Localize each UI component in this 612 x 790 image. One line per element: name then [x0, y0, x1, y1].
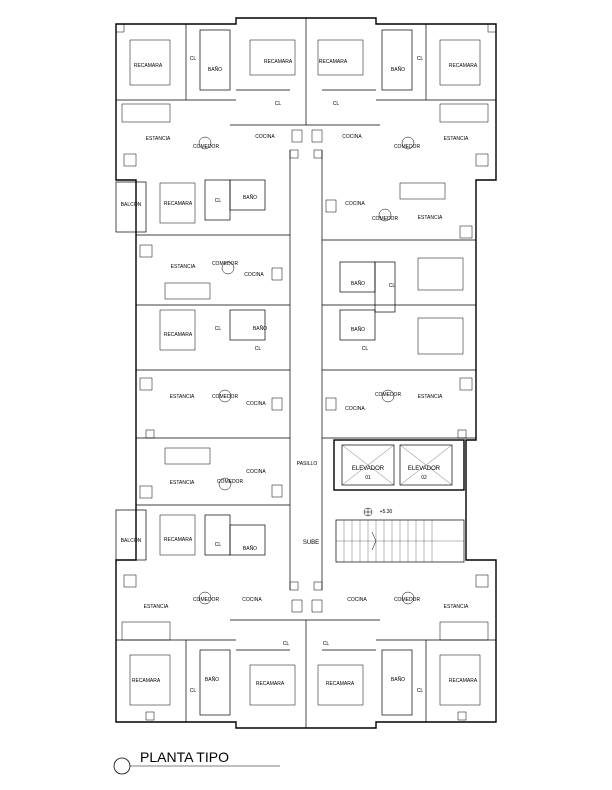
label-cl: CL — [215, 542, 222, 548]
label-elevador-1: ELEVADOR — [352, 466, 385, 472]
label-comedor: COMEDOR — [394, 597, 421, 603]
label-comedor: COMEDOR — [212, 394, 239, 400]
label-recamara: RECAMARA — [326, 681, 355, 687]
label-balcon: BALCON — [121, 202, 142, 208]
label-estancia: ESTANCIA — [170, 394, 195, 400]
label-recamara: RECAMARA — [164, 537, 193, 543]
label-cl: CL — [333, 101, 340, 107]
label-cocina: COCINA — [255, 134, 275, 140]
label-cocina: COCINA — [342, 134, 362, 140]
label-recamara: RECAMARA — [132, 678, 161, 684]
furniture — [121, 39, 489, 706]
label-bano: BAÑO — [391, 66, 405, 73]
label-level: +5.30 — [380, 509, 393, 515]
label-cocina: COCINA — [242, 597, 262, 603]
label-elevador-2: ELEVADOR — [408, 466, 441, 472]
label-cl: CL — [275, 101, 282, 107]
label-estancia: ESTANCIA — [171, 264, 196, 270]
label-comedor: COMEDOR — [193, 144, 220, 150]
label-bano: BAÑO — [243, 194, 257, 201]
label-bano: BAÑO — [243, 545, 257, 552]
label-bano: BAÑO — [208, 66, 222, 73]
title-block: PLANTA TIPO — [113, 749, 280, 775]
label-recamara: RECAMARA — [319, 59, 348, 65]
label-cl: CL — [389, 283, 396, 289]
label-bano: BAÑO — [253, 325, 267, 332]
label-recamara: RECAMARA — [264, 59, 293, 65]
label-balcon: BALCON — [121, 538, 142, 544]
label-cl: CL — [417, 688, 424, 694]
label-cl: CL — [283, 641, 290, 647]
label-cocina: COCINA — [244, 272, 264, 278]
title-marker-circle — [113, 757, 131, 775]
label-bano: BAÑO — [391, 676, 405, 683]
stair-treads — [336, 520, 464, 562]
label-comedor: COMEDOR — [193, 597, 220, 603]
label-estancia: ESTANCIA — [144, 604, 169, 610]
label-comedor: COMEDOR — [394, 144, 421, 150]
plan-title: PLANTA TIPO — [140, 749, 229, 765]
label-pasillo: PASILLO — [297, 461, 318, 467]
core — [333, 439, 465, 563]
label-cl: CL — [417, 56, 424, 62]
label-bano: BAÑO — [351, 326, 365, 333]
label-recamara: RECAMARA — [164, 201, 193, 207]
label-bano: BAÑO — [205, 676, 219, 683]
label-recamara: RECAMARA — [164, 332, 193, 338]
label-comedor: COMEDOR — [375, 392, 402, 398]
label-cocina: COCINA — [345, 201, 365, 207]
label-comedor: COMEDOR — [217, 479, 244, 485]
label-elevador-2-num: 02 — [421, 475, 427, 481]
label-sube: SUBE — [303, 540, 319, 546]
room-labels: RECAMARA CL BAÑO RECAMARA RECAMARA BAÑO … — [121, 56, 478, 694]
label-estancia: ESTANCIA — [418, 394, 443, 400]
label-cocina: COCINA — [345, 406, 365, 412]
label-estancia: ESTANCIA — [444, 136, 469, 142]
label-cocina: COCINA — [347, 597, 367, 603]
label-cl: CL — [323, 641, 330, 647]
label-bano: BAÑO — [351, 280, 365, 287]
label-cl: CL — [215, 326, 222, 332]
interior-walls — [116, 18, 496, 728]
label-cl: CL — [190, 688, 197, 694]
label-cl: CL — [362, 346, 369, 352]
label-estancia: ESTANCIA — [418, 215, 443, 221]
label-recamara: RECAMARA — [449, 678, 478, 684]
label-cocina: COCINA — [246, 401, 266, 407]
label-comedor: COMEDOR — [212, 261, 239, 267]
label-cl: CL — [255, 346, 262, 352]
label-recamara: RECAMARA — [134, 63, 163, 69]
label-comedor: COMEDOR — [372, 216, 399, 222]
label-recamara: RECAMARA — [449, 63, 478, 69]
label-estancia: ESTANCIA — [146, 136, 171, 142]
label-cocina: COCINA — [246, 469, 266, 475]
label-estancia: ESTANCIA — [444, 604, 469, 610]
label-cl: CL — [215, 198, 222, 204]
columns — [115, 23, 497, 721]
label-recamara: RECAMARA — [256, 681, 285, 687]
label-estancia: ESTANCIA — [170, 480, 195, 486]
label-cl: CL — [190, 56, 197, 62]
label-elevador-1-num: 01 — [365, 475, 371, 481]
